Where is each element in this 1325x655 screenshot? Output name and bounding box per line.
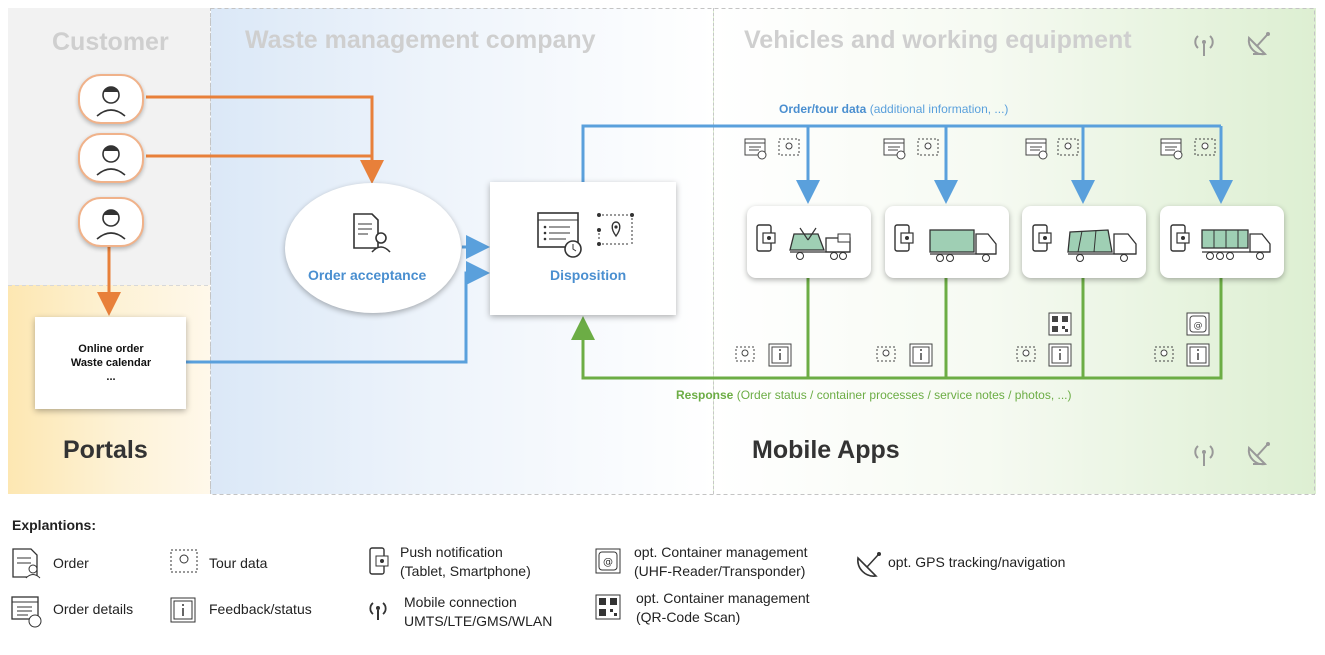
push-notification-icon <box>756 224 776 252</box>
disposition-node <box>490 182 676 315</box>
legend-uhf-1: opt. Container management <box>634 544 808 560</box>
tour-data-icon <box>917 138 939 156</box>
legend-qr-1: opt. Container management <box>636 590 810 606</box>
response-bold: Response <box>676 388 734 402</box>
tour-data-icon <box>1057 138 1079 156</box>
response-label: Response (Order status / container proce… <box>676 388 1072 402</box>
customer-order-line-1 <box>146 95 384 184</box>
order-tour-data-label: Order/tour data (additional information,… <box>779 102 1008 116</box>
push-notification-icon <box>1170 224 1190 252</box>
tour-data-icon <box>1154 346 1174 362</box>
legend-qr-2: (QR-Code Scan) <box>636 609 741 625</box>
portal-line-online-order: Online order <box>78 343 144 355</box>
portal-text: Online order Waste calendar ... <box>36 342 186 384</box>
customer-avatar-2 <box>78 133 144 183</box>
order-details-icon <box>1160 138 1183 160</box>
mobile-connection-icon <box>369 602 387 620</box>
tour-data-icon <box>876 346 896 362</box>
legend-gps: opt. GPS tracking/navigation <box>888 554 1066 570</box>
legend-mobile-1: Mobile connection <box>404 594 517 610</box>
feedback-icon <box>909 343 933 367</box>
order-details-icon <box>883 138 906 160</box>
response-rest: (Order status / container processes / se… <box>733 388 1072 402</box>
portal-line-waste-calendar: Waste calendar <box>70 357 152 369</box>
legend-feedback: Feedback/status <box>209 601 312 617</box>
push-notification-icon <box>1032 224 1052 252</box>
legend-order-details: Order details <box>53 601 134 617</box>
feedback-icon <box>1048 343 1072 367</box>
tour-data-icon <box>735 346 755 362</box>
satellite-icon <box>857 552 881 577</box>
mobile-connection-icon <box>1194 35 1214 56</box>
disposition-label: Disposition <box>550 267 627 283</box>
feedback-icon <box>170 597 196 623</box>
svg-text:@: @ <box>603 557 613 568</box>
portal-to-disposition-line <box>186 261 490 364</box>
feedback-icon <box>768 343 792 367</box>
legend-title: Explantions: <box>12 517 97 533</box>
company-title: Waste management company <box>245 26 596 54</box>
truck-icon <box>1067 229 1137 262</box>
portals-title: Portals <box>63 436 148 464</box>
satellite-icon <box>1247 442 1270 466</box>
push-notification-icon <box>894 224 914 252</box>
uhf-container-icon: @ <box>1186 312 1210 336</box>
vehicles-title: Vehicles and working equipment <box>744 26 1132 54</box>
customer-avatar-icon <box>96 86 126 117</box>
qr-code-icon <box>595 594 621 620</box>
order-details-icon <box>1025 138 1048 160</box>
legend-mobile-2: UMTS/LTE/GMS/WLAN <box>404 613 553 629</box>
customer-avatar-1 <box>78 74 144 124</box>
svg-text:@: @ <box>1194 321 1203 331</box>
satellite-icon <box>1247 32 1270 56</box>
order-tour-data-bold: Order/tour data <box>779 102 867 116</box>
tour-data-icon <box>170 549 198 573</box>
order-details-icon <box>11 596 42 628</box>
tour-data-icon <box>1194 138 1216 156</box>
truck-icon <box>789 227 851 260</box>
order-tour-data-rest: (additional information, ...) <box>866 102 1009 116</box>
customer-avatar-icon <box>96 145 126 176</box>
tour-data-icon <box>1016 346 1036 362</box>
legend-uhf-2: (UHF-Reader/Transponder) <box>634 563 806 579</box>
mobile-apps-title: Mobile Apps <box>752 436 900 464</box>
order-document-icon <box>12 548 41 579</box>
mobile-connection-icon <box>1194 445 1214 466</box>
portal-box <box>35 317 186 409</box>
legend-tour-data: Tour data <box>209 555 268 571</box>
legend-push-1: Push notification <box>400 544 503 560</box>
order-document-icon <box>353 213 391 253</box>
push-notification-icon <box>369 547 389 575</box>
portal-line-more: ... <box>106 371 116 383</box>
tour-data-icon <box>778 138 800 156</box>
feedback-icon <box>1186 343 1210 367</box>
legend-push-2: (Tablet, Smartphone) <box>400 563 531 579</box>
order-details-icon <box>744 138 767 160</box>
uhf-container-icon: @ <box>595 548 621 574</box>
order-details-icon <box>537 212 582 258</box>
customer-avatar-3 <box>78 197 144 247</box>
customer-title: Customer <box>52 28 169 56</box>
order-acceptance-label: Order acceptance <box>308 267 427 283</box>
order-tour-data-line <box>581 124 1221 182</box>
truck-icon <box>929 229 997 262</box>
truck-icon <box>1201 229 1271 260</box>
customer-avatar-icon <box>96 209 126 240</box>
response-line <box>571 278 1223 380</box>
legend-order: Order <box>53 555 89 571</box>
tour-data-icon <box>597 213 634 246</box>
qr-code-icon <box>1048 312 1072 336</box>
